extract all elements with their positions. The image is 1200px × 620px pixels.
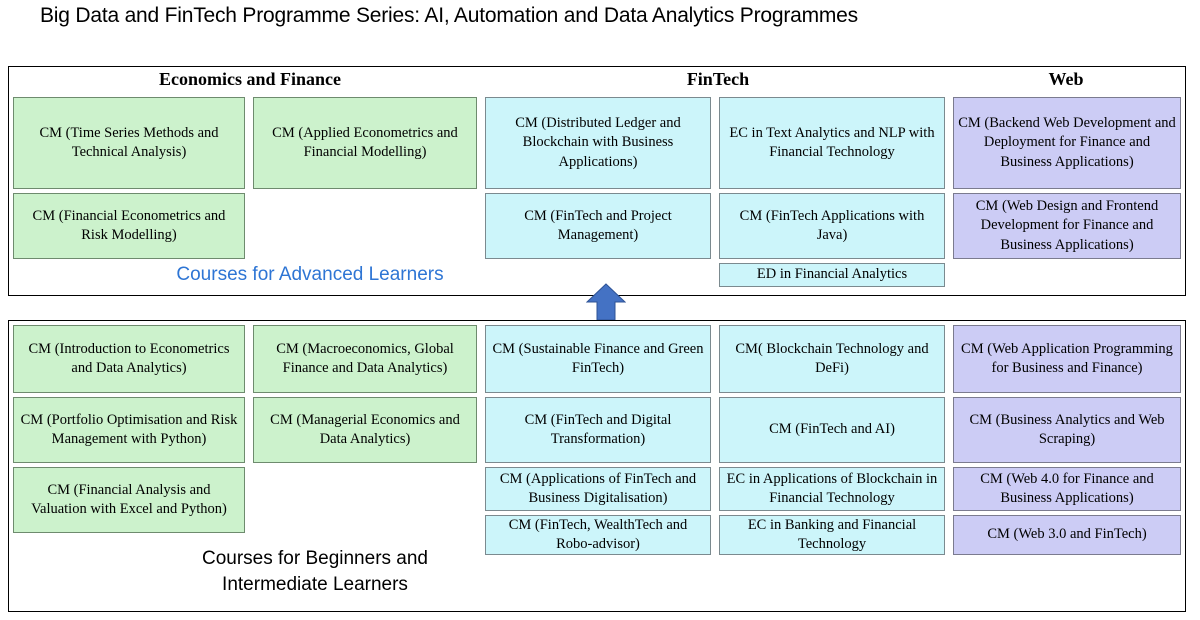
course-card[interactable]: CM (Time Series Methods and Technical An… [13,97,245,189]
arrow-up-icon [585,283,627,321]
advanced-learners-panel: Economics and Finance FinTech Web CM (Ti… [8,66,1186,296]
beginner-column-fintech-2: CM( Blockchain Technology and DeFi) CM (… [715,325,949,559]
course-card[interactable]: CM (Web 3.0 and FinTech) [953,515,1181,555]
course-card[interactable]: CM (FinTech, WealthTech and Robo-advisor… [485,515,711,555]
beginner-column-web: CM (Web Application Programming for Busi… [949,325,1185,559]
course-card[interactable]: CM (Macroeconomics, Global Finance and D… [253,325,477,393]
page-title: Big Data and FinTech Programme Series: A… [40,4,858,27]
beginner-learners-caption: Courses for Beginners and Intermediate L… [170,546,460,597]
course-card[interactable]: CM (Applications of FinTech and Business… [485,467,711,511]
course-card[interactable]: CM (Sustainable Finance and Green FinTec… [485,325,711,393]
course-card[interactable]: CM (Backend Web Development and Deployme… [953,97,1181,189]
beginner-learners-panel: CM (Introduction to Econometrics and Dat… [8,320,1186,612]
course-card[interactable]: CM( Blockchain Technology and DeFi) [719,325,945,393]
advanced-panel-header-row: Economics and Finance FinTech Web [9,67,1185,95]
advanced-column-economics-1: CM (Time Series Methods and Technical An… [9,97,249,291]
course-card[interactable]: CM (Web Application Programming for Busi… [953,325,1181,393]
beginner-caption-line-2: Intermediate Learners [222,573,408,595]
column-header-web: Web [1048,69,1084,89]
course-card[interactable]: CM (Web Design and Frontend Development … [953,193,1181,259]
course-card[interactable]: CM (Managerial Economics and Data Analyt… [253,397,477,463]
column-header-fintech: FinTech [686,69,750,89]
advanced-columns: CM (Time Series Methods and Technical An… [9,97,1185,291]
beginner-columns: CM (Introduction to Econometrics and Dat… [9,325,1185,559]
advanced-column-web: CM (Backend Web Development and Deployme… [949,97,1185,291]
course-card[interactable]: CM (Web 4.0 for Finance and Business App… [953,467,1181,511]
course-card[interactable]: CM (Business Analytics and Web Scraping) [953,397,1181,463]
beginner-caption-line-1: Courses for Beginners and [201,548,428,569]
course-card[interactable]: ED in Financial Analytics [719,263,945,287]
course-card[interactable]: CM (Portfolio Optimisation and Risk Mana… [13,397,245,463]
advanced-column-fintech-1: CM (Distributed Ledger and Blockchain wi… [481,97,715,291]
course-card[interactable]: EC in Text Analytics and NLP with Financ… [719,97,945,189]
course-card[interactable]: EC in Banking and Financial Technology [719,515,945,555]
course-card[interactable]: EC in Applications of Blockchain in Fina… [719,467,945,511]
course-card[interactable]: CM (Applied Econometrics and Financial M… [253,97,477,189]
beginner-column-economics-1: CM (Introduction to Econometrics and Dat… [9,325,249,559]
column-header-economics-and-finance: Economics and Finance [158,69,341,89]
course-card[interactable]: CM (Distributed Ledger and Blockchain wi… [485,97,711,189]
course-card[interactable]: CM (FinTech and Digital Transformation) [485,397,711,463]
advanced-column-fintech-2: EC in Text Analytics and NLP with Financ… [715,97,949,291]
course-card[interactable]: CM (FinTech and AI) [719,397,945,463]
advanced-column-economics-2: CM (Applied Econometrics and Financial M… [249,97,481,291]
advanced-learners-caption: Courses for Advanced Learners [176,264,444,285]
course-card[interactable]: CM (Financial Analysis and Valuation wit… [13,467,245,533]
course-card[interactable]: CM (Introduction to Econometrics and Dat… [13,325,245,393]
course-card[interactable]: CM (Financial Econometrics and Risk Mode… [13,193,245,259]
beginner-column-fintech-1: CM (Sustainable Finance and Green FinTec… [481,325,715,559]
beginner-column-economics-2: CM (Macroeconomics, Global Finance and D… [249,325,481,559]
course-card[interactable]: CM (FinTech and Project Management) [485,193,711,259]
course-card[interactable]: CM (FinTech Applications with Java) [719,193,945,259]
